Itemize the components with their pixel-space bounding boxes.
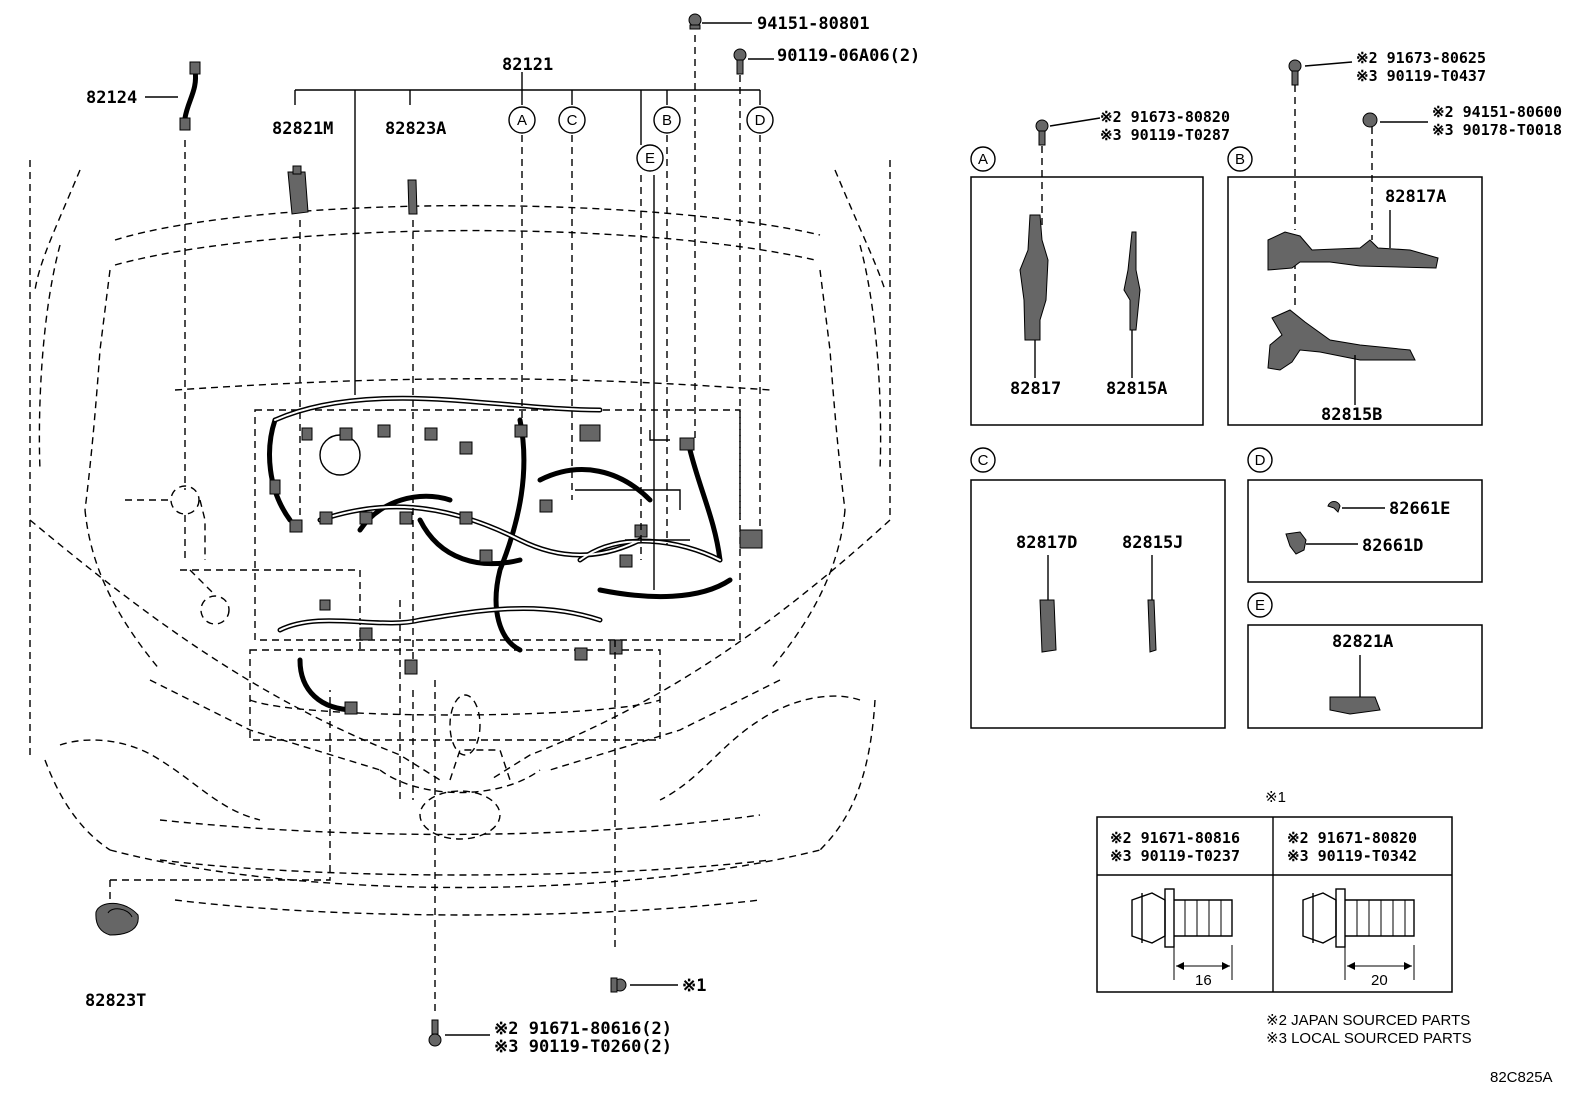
bolt-icons <box>428 13 1378 1047</box>
label-bottom-local: ※3 90119-T0260(2) <box>494 1037 672 1057</box>
panel-b-label: B <box>1235 151 1245 168</box>
panel-d-part-82661D: 82661D <box>1362 536 1423 556</box>
svg-text:C: C <box>567 112 578 129</box>
callout-c: C <box>558 106 586 134</box>
bolt-icon <box>733 48 747 75</box>
bolt-icon <box>428 1019 442 1047</box>
panel-b-part-82815B: 82815B <box>1321 405 1382 425</box>
callout-circles: A C B D E <box>508 106 774 172</box>
svg-text:B: B <box>662 112 672 129</box>
panel-a-bolt-japan: ※2 91673-80820 <box>1100 108 1230 126</box>
panel-c-part-82817D: 82817D <box>1016 533 1077 553</box>
panel-d-part-82661E: 82661E <box>1389 499 1450 519</box>
bolt-16-icon <box>1131 888 1233 980</box>
bolt-table-col1-japan: ※2 91671-80816 <box>1110 829 1240 847</box>
panel-e-label: E <box>1255 597 1265 614</box>
panel-e: E 82821A <box>1247 592 1483 729</box>
bolt-table-col2-length: 20 <box>1371 972 1388 989</box>
bolt-20-icon <box>1302 888 1415 980</box>
bolt-icon <box>610 977 627 993</box>
bolt-icon <box>688 13 702 30</box>
panel-b-bolt1-local: ※3 90119-T0437 <box>1356 67 1486 85</box>
bolt-table-title: ※1 <box>1265 789 1286 806</box>
label-x1: ※1 <box>682 976 706 996</box>
bolt-table: ※1 ※2 91671-80816 ※3 90119-T0237 ※2 9167… <box>1096 789 1453 993</box>
diagram-ref-code: 82C825A <box>1490 1069 1553 1086</box>
svg-text:A: A <box>517 112 527 129</box>
label-82121: 82121 <box>502 55 553 75</box>
label-94151-80801: 94151-80801 <box>757 14 870 34</box>
leader-lines <box>109 22 774 1036</box>
panel-b-bolt2-japan: ※2 94151-80600 <box>1432 103 1562 121</box>
bolt-table-col2-local: ※3 90119-T0342 <box>1287 847 1417 865</box>
panel-c-part-82815J: 82815J <box>1122 533 1183 553</box>
panel-a-label: A <box>978 151 988 168</box>
panel-a: A ※2 91673-80820 ※3 90119-T0287 82817 82… <box>970 108 1230 426</box>
panel-a-part-82817: 82817 <box>1010 379 1061 399</box>
panel-c-label: C <box>978 452 989 469</box>
panel-e-part-82821A: 82821A <box>1332 632 1393 652</box>
panel-d: D 82661E 82661D <box>1247 447 1483 583</box>
bolt-icon <box>1035 119 1049 146</box>
engine-bay <box>254 395 763 715</box>
label-90119-06A06: 90119-06A06(2) <box>777 46 920 66</box>
panel-b-bolt1-japan: ※2 91673-80625 <box>1356 49 1486 67</box>
panel-b-part-82817A: 82817A <box>1385 187 1446 207</box>
vehicle-outline <box>29 160 891 916</box>
label-82823T: 82823T <box>85 991 146 1011</box>
callout-e: E <box>636 144 664 172</box>
svg-text:D: D <box>755 112 766 129</box>
panel-c: C 82817D 82815J <box>970 447 1226 729</box>
panel-a-bolt-local: ※3 90119-T0287 <box>1100 126 1230 144</box>
svg-text:E: E <box>645 150 655 167</box>
legend-local: ※3 LOCAL SOURCED PARTS <box>1266 1030 1472 1047</box>
panel-d-label: D <box>1255 452 1266 469</box>
label-bottom-japan: ※2 91671-80616(2) <box>494 1019 672 1039</box>
bolt-table-col2-japan: ※2 91671-80820 <box>1287 829 1417 847</box>
bolt-icon <box>1288 59 1302 86</box>
label-82124: 82124 <box>86 88 137 108</box>
legend-japan: ※2 JAPAN SOURCED PARTS <box>1266 1012 1470 1029</box>
panel-b: B ※2 91673-80625 ※3 90119-T0437 ※2 94151… <box>1227 49 1562 426</box>
callout-d: D <box>746 106 774 134</box>
main-small-parts <box>95 61 418 936</box>
label-82823A: 82823A <box>385 119 446 139</box>
bolt-table-col1-local: ※3 90119-T0237 <box>1110 847 1240 865</box>
bolt-icon <box>1362 112 1378 128</box>
panel-b-bolt2-local: ※3 90178-T0018 <box>1432 121 1562 139</box>
callout-a: A <box>508 106 536 134</box>
panel-a-part-82815A: 82815A <box>1106 379 1167 399</box>
label-82821M: 82821M <box>272 119 333 139</box>
callout-b: B <box>653 106 681 134</box>
bolt-table-col1-length: 16 <box>1195 972 1212 989</box>
